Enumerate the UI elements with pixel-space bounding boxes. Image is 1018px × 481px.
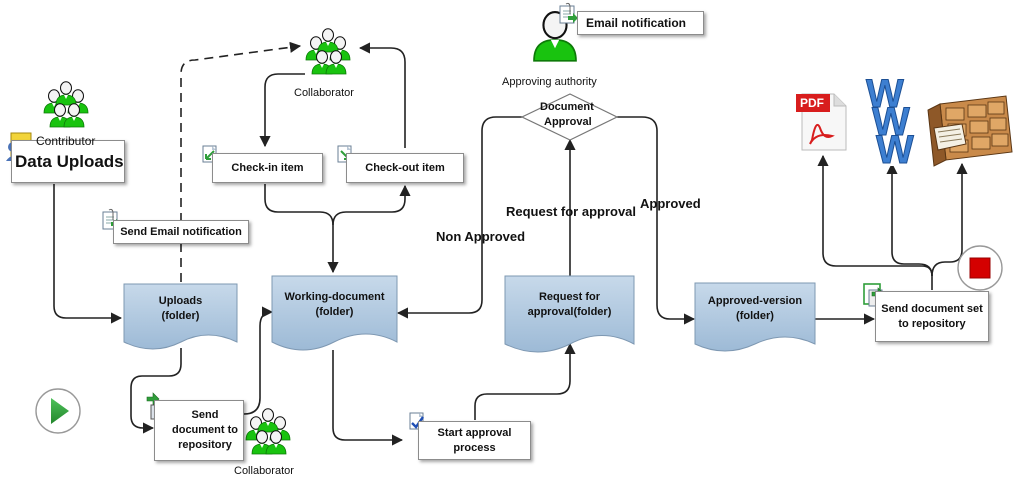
request-folder-label-1: Request for	[538, 291, 601, 303]
edge-start-request	[474, 342, 576, 420]
working-folder-label-2: (folder)	[315, 306, 354, 318]
data-uploads-box[interactable]: Data Uploads	[11, 140, 125, 183]
edge-to-web	[886, 162, 933, 277]
www-letter-1: W	[866, 72, 905, 117]
send-doc-set-label-1: Send document set	[881, 302, 983, 315]
check-in-label: Check-in item	[231, 162, 304, 174]
request-approval-folder[interactable]: Request for approval(folder)	[505, 290, 634, 320]
pdf-icon	[796, 93, 847, 151]
request-for-approval-label: Request for approval	[506, 204, 637, 219]
check-out-box[interactable]: Check-out item	[346, 153, 464, 183]
stop-button[interactable]	[958, 246, 1002, 290]
check-out-label: Check-out item	[365, 162, 445, 174]
uploads-folder-label-2: (folder)	[161, 310, 200, 322]
collaborator-top-label: Collaborator	[294, 87, 354, 99]
checkin-doc-icon	[202, 145, 217, 163]
start-approval-box[interactable]: Start approval process	[418, 421, 531, 460]
document-approval-label-2: Approval	[544, 116, 592, 128]
start-approval-check-icon	[409, 412, 433, 438]
approved-label: Approved	[640, 196, 701, 211]
edge-uploads-in	[53, 184, 123, 324]
contributor-label: Contributor	[36, 134, 96, 148]
edge-to-pdf	[817, 154, 933, 290]
start-play-button[interactable]	[36, 389, 80, 433]
working-document-folder[interactable]: Working-document (folder)	[272, 290, 397, 320]
email-notification-box[interactable]: Email notification	[577, 11, 704, 35]
send-document-box[interactable]: Send document to repository	[154, 400, 244, 461]
edge-working-checkout	[332, 184, 411, 226]
stop-button-shape	[957, 245, 1003, 291]
edge-nonapproved	[396, 116, 522, 319]
working-folder-shape	[271, 275, 398, 351]
edge-uploads-send	[130, 348, 182, 434]
request-folder-label-2: approval(folder)	[527, 306, 612, 318]
send-document-label-3: repository	[178, 439, 232, 451]
edge-send-working	[243, 306, 274, 415]
pdf-icon-text: PDF	[800, 96, 824, 110]
edge-approved	[617, 116, 696, 325]
edge-collab-checkin	[259, 73, 305, 148]
approved-version-folder[interactable]: Approved-version (folder)	[695, 294, 815, 324]
check-in-box[interactable]: Check-in item	[212, 153, 323, 183]
request-folder-shape	[504, 275, 635, 353]
send-email-notification-box[interactable]: Send Email notification	[113, 220, 249, 244]
archive-cabinet-icon	[927, 95, 1013, 167]
document-approval-label-1: Document	[540, 101, 594, 113]
send-document-label-1: Send	[191, 409, 219, 421]
uploads-folder-label-1: Uploads	[158, 295, 203, 307]
collaborator-top-people-icon	[306, 29, 350, 75]
send-document-label-2: document to	[172, 424, 238, 436]
start-approval-label-1: Start approval	[437, 426, 512, 439]
www-letter-2: W	[872, 100, 911, 145]
uploads-folder[interactable]: Uploads (folder)	[124, 294, 237, 324]
non-approved-label: Non Approved	[436, 229, 526, 244]
edge-checkin-working	[264, 184, 339, 274]
approving-authority-label: Approving authority	[502, 76, 597, 88]
collaborator-bottom-label: Collaborator	[234, 465, 294, 477]
edge-working-start	[332, 350, 404, 446]
edge-to-archive	[931, 162, 968, 277]
document-approval-diamond	[520, 93, 619, 141]
start-button-shape	[35, 388, 81, 434]
edge-checkout-collab	[358, 42, 406, 148]
collaborator-bottom-people-icon	[246, 409, 290, 455]
email-notification-icon	[559, 2, 579, 24]
start-approval-label-2: process	[453, 441, 496, 454]
edge-uploads-notify	[180, 41, 302, 282]
approved-folder-label-1: Approved-version	[707, 295, 803, 307]
send-email-notification-label: Send Email notification	[120, 226, 242, 238]
www-icon	[862, 76, 920, 166]
email-notification-label: Email notification	[586, 16, 687, 30]
send-document-set-box[interactable]: Send document set to repository	[875, 291, 989, 342]
data-uploads-label: Data Uploads	[15, 151, 124, 171]
uploads-folder-shape	[123, 283, 238, 350]
contributor-people-icon	[44, 82, 88, 128]
www-letter-3: W	[876, 128, 915, 173]
approved-folder-shape	[694, 282, 816, 352]
approved-folder-label-2: (folder)	[736, 310, 774, 322]
working-folder-label-1: Working-document	[284, 291, 385, 303]
send-doc-set-label-2: to repository	[898, 317, 966, 330]
